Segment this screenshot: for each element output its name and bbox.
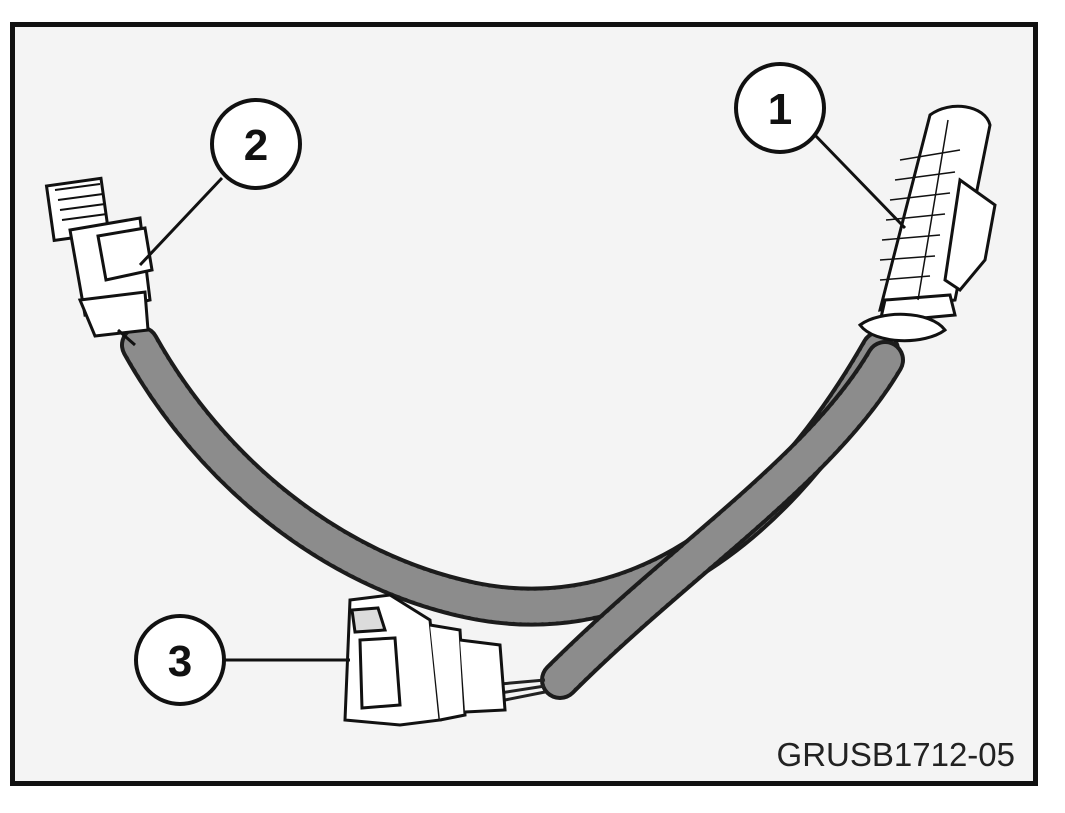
callout-2: 2: [210, 98, 302, 190]
corrugated-conduit-branch: [540, 340, 905, 700]
leader-lines: [138, 130, 907, 662]
callout-1-label: 1: [768, 85, 792, 134]
callout-3: 3: [134, 614, 226, 706]
figure-id: GRUSB1712-05: [777, 736, 1015, 773]
callout-2-label: 2: [244, 121, 268, 170]
callout-1: 1: [734, 62, 826, 154]
callout-3-label: 3: [168, 637, 192, 686]
connector-1: [857, 104, 997, 343]
connector-3: [343, 593, 507, 727]
connector-2: [44, 176, 154, 347]
wire-stubs: [499, 678, 546, 703]
